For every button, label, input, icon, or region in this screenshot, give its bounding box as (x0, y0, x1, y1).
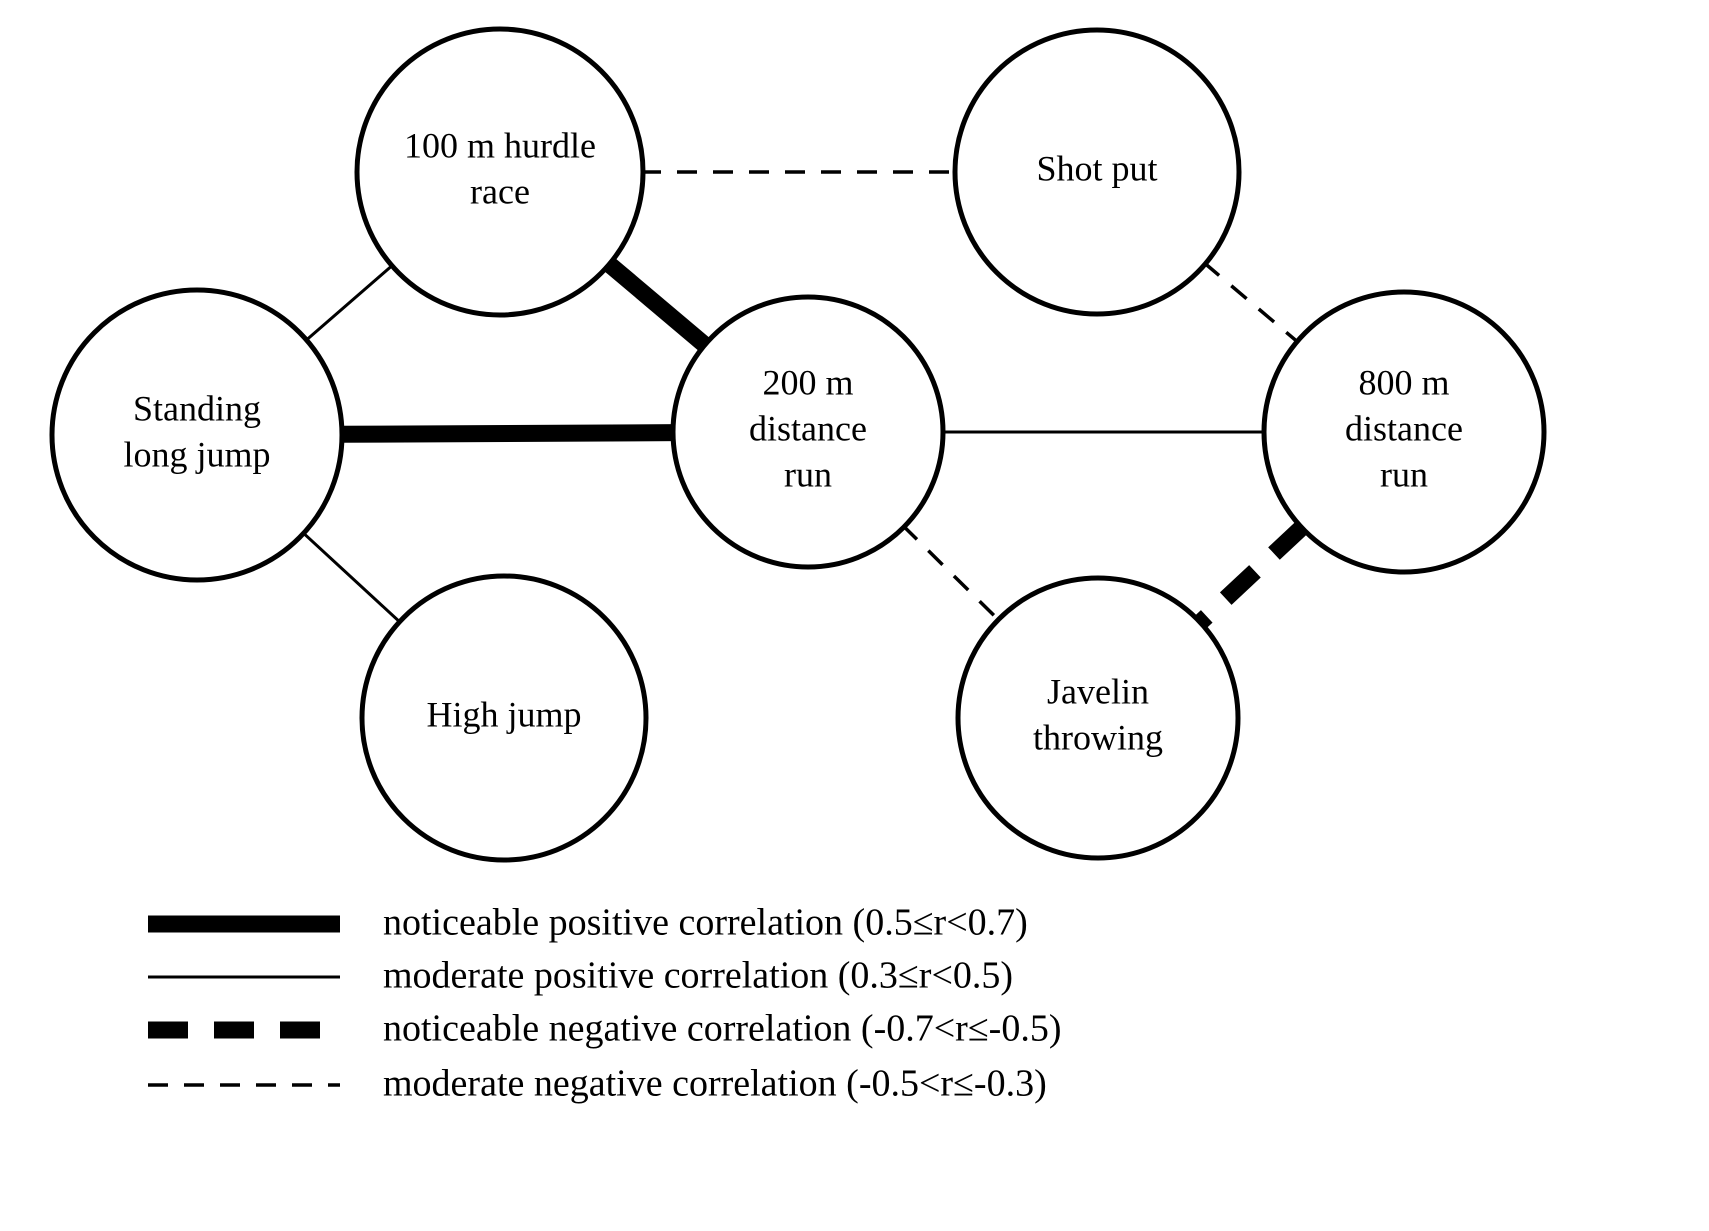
node-shotput[interactable]: Shot put (952, 27, 1242, 317)
node-label-hurdle: race (470, 171, 530, 211)
node-circle-hurdle (354, 26, 646, 318)
legend-item-2: noticeable negative correlation (-0.7<r≤… (148, 1008, 1062, 1050)
edge-hurdle-standing (304, 263, 395, 343)
node-label-run800: 800 m (1358, 362, 1449, 402)
node-label-run200: 200 m (762, 362, 853, 402)
node-label-run200: run (784, 454, 832, 494)
node-circle-javelin (955, 575, 1241, 861)
edge-run800-javelin (1193, 520, 1309, 630)
legend-label-3: moderate negative correlation (-0.5<r≤-0… (383, 1063, 1047, 1105)
node-circle-highjump (359, 573, 649, 863)
legend-item-0: noticeable positive correlation (0.5≤r<0… (148, 902, 1028, 944)
node-circle-standing (49, 287, 345, 583)
node-circle-run200 (670, 294, 946, 570)
edges-layer (301, 170, 1309, 630)
node-circle-run800 (1261, 289, 1547, 575)
node-circle-shotput (952, 27, 1242, 317)
node-hurdle[interactable]: 100 m hurdle race (354, 26, 646, 318)
node-run200[interactable]: 200 m distance run (670, 294, 946, 570)
legend-label-2: noticeable negative correlation (-0.7<r≤… (383, 1008, 1062, 1050)
node-label-run800: run (1380, 454, 1428, 494)
node-javelin[interactable]: Javelin throwing (955, 575, 1241, 861)
legend-item-1: moderate positive correlation (0.3≤r<0.5… (148, 955, 1013, 997)
node-label-javelin: throwing (1033, 717, 1163, 757)
node-label-shotput: Shot put (1036, 148, 1157, 188)
edge-hurdle-run200 (602, 256, 712, 353)
edge-standing-highjump (301, 530, 403, 625)
node-label-standing: long jump (123, 434, 270, 474)
legend-label-1: moderate positive correlation (0.3≤r<0.5… (383, 955, 1013, 997)
node-label-javelin: Javelin (1047, 671, 1149, 711)
node-label-run800: distance (1345, 408, 1463, 448)
node-run800[interactable]: 800 m distance run (1261, 289, 1547, 575)
legend-label-0: noticeable positive correlation (0.5≤r<0… (383, 902, 1028, 944)
node-label-highjump: High jump (426, 694, 581, 734)
edge-shotput-run800 (1202, 261, 1300, 345)
node-standing[interactable]: Standing long jump (49, 287, 345, 583)
legend-layer: noticeable positive correlation (0.5≤r<0… (148, 902, 1062, 1105)
edge-standing-run200 (339, 424, 676, 443)
legend-item-3: moderate negative correlation (-0.5<r≤-0… (148, 1063, 1047, 1105)
node-label-standing: Standing (133, 388, 261, 428)
node-label-hurdle: 100 m hurdle (404, 125, 596, 165)
node-label-run200: distance (749, 408, 867, 448)
node-highjump[interactable]: High jump (359, 573, 649, 863)
edge-run200-javelin (901, 524, 1001, 623)
